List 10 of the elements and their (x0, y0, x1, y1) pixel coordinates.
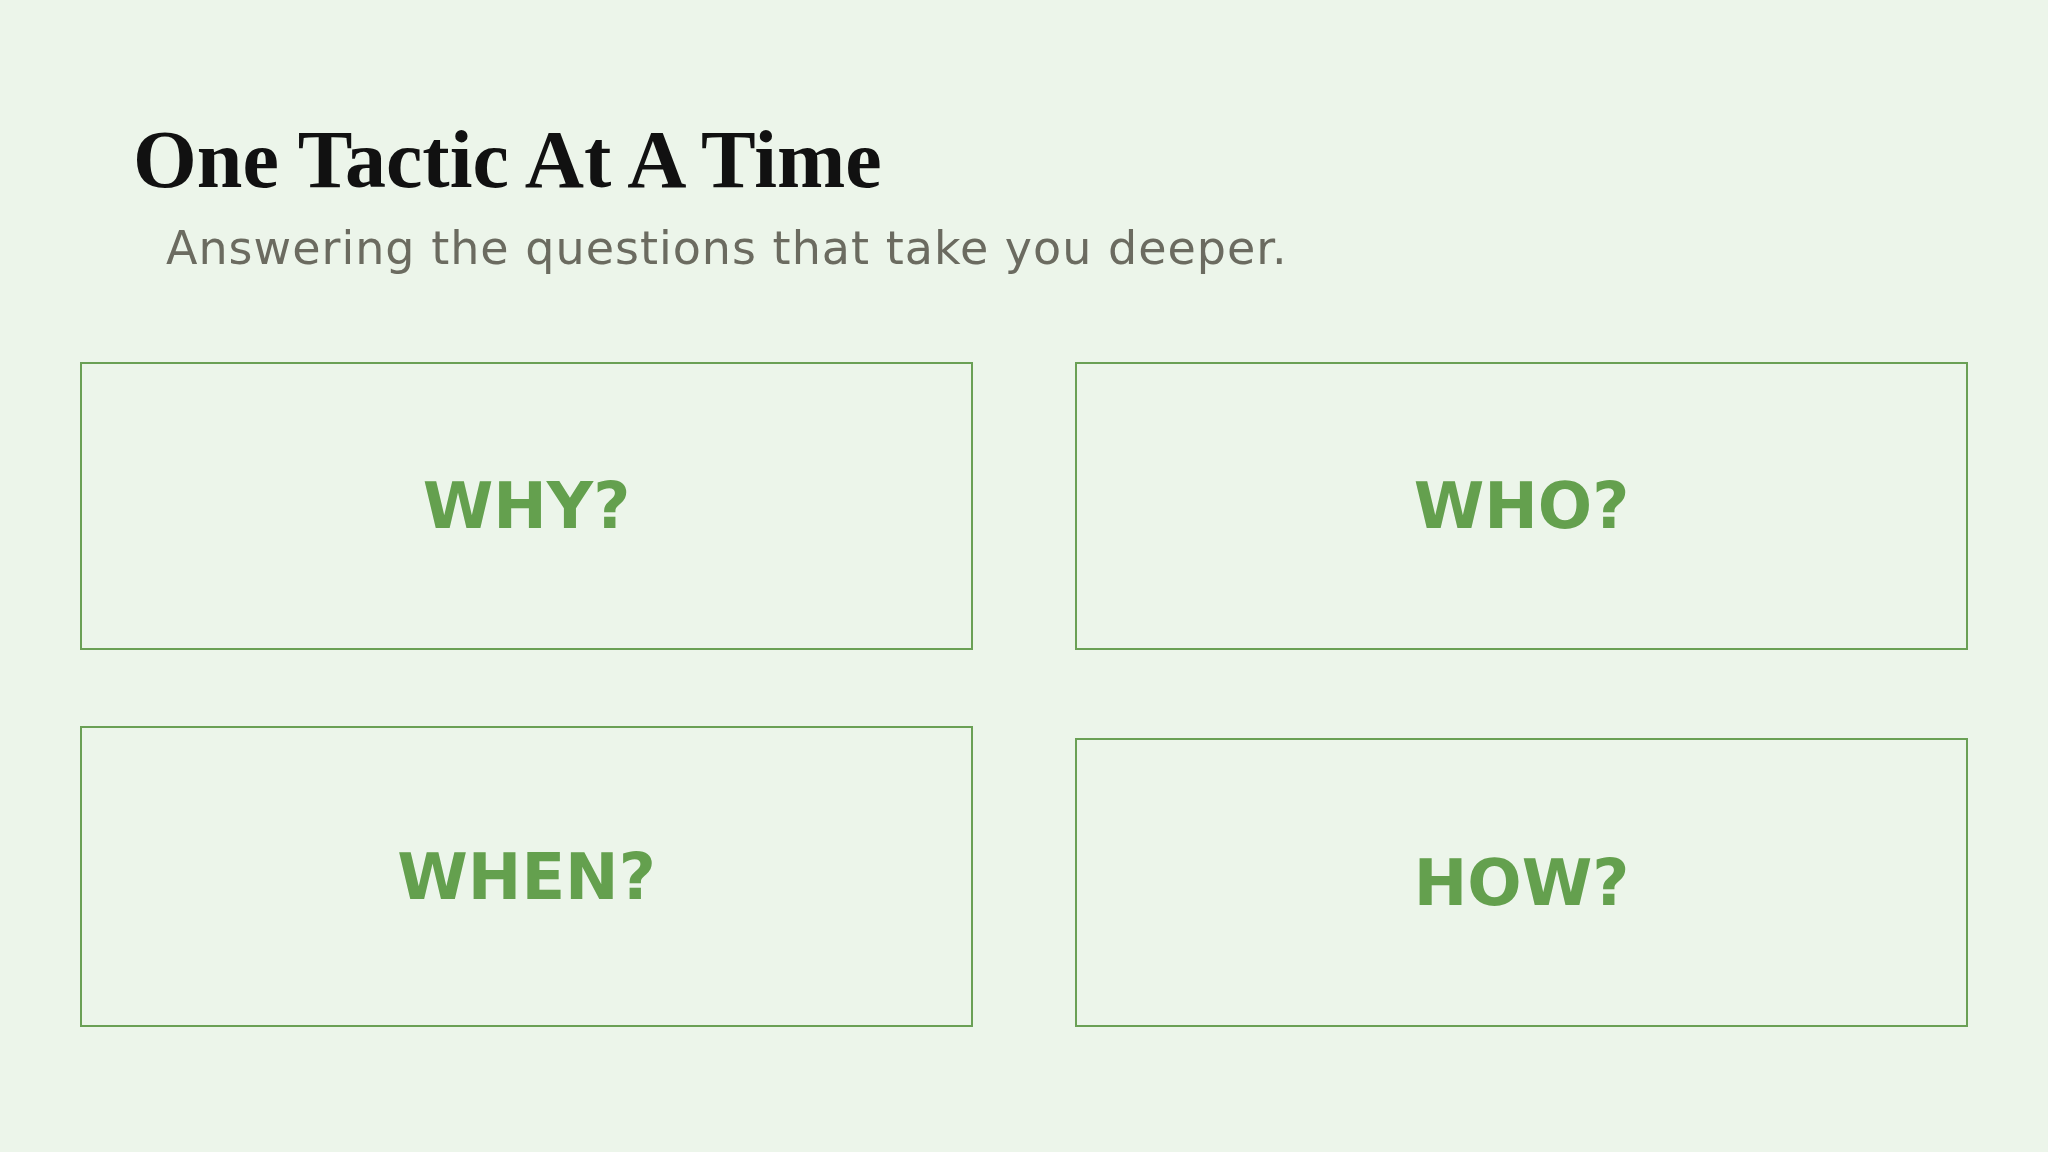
question-label: WHY? (422, 468, 631, 544)
question-box (1075, 738, 1968, 1027)
question-label: WHEN? (397, 838, 656, 915)
question-box (1075, 362, 1968, 650)
question-box (80, 726, 973, 1027)
question-box (80, 362, 973, 650)
slide-title: One Tactic At A Time (133, 113, 882, 207)
question-label: WHO? (1413, 468, 1630, 544)
question-label: HOW? (1413, 844, 1630, 921)
subtitle-text: Answering the questions that take you deeper. (166, 220, 1288, 277)
